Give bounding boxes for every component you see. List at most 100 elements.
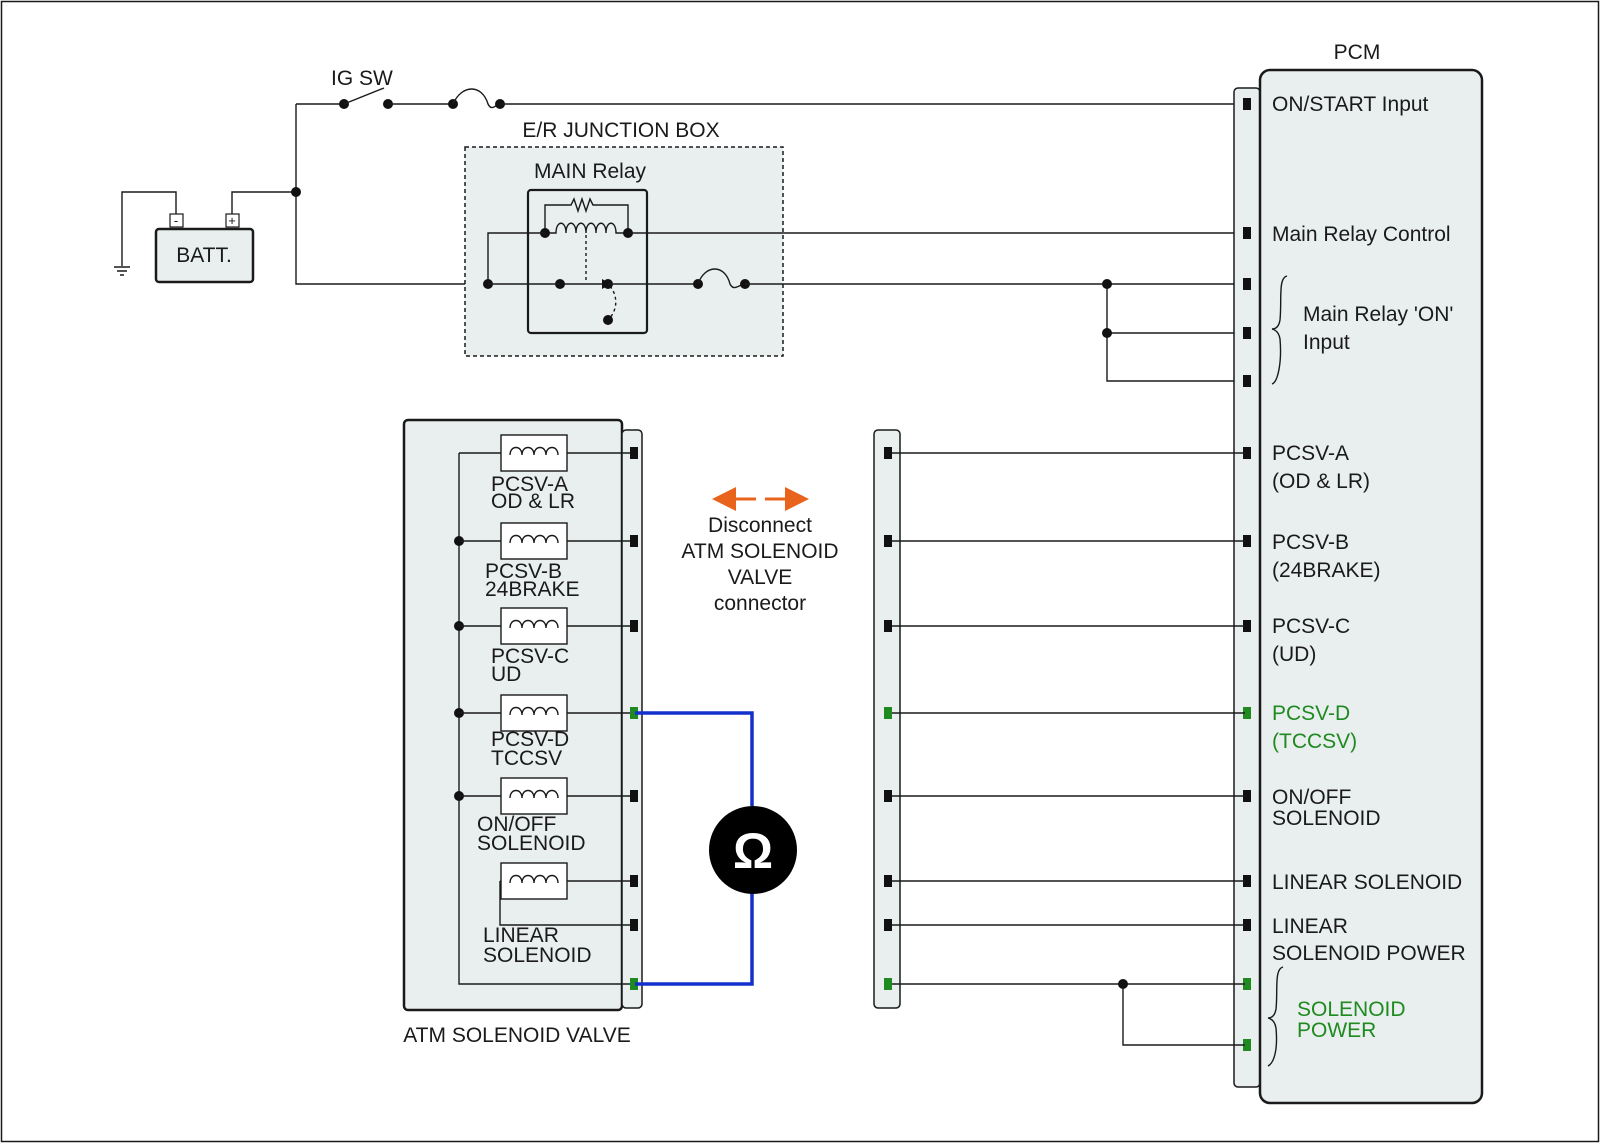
ohmmeter [709,806,797,894]
pcm-terminal [1243,375,1251,387]
pcm-label: PCM [1334,41,1381,64]
pcm-pin-label-line: PCSV-D [1272,702,1350,725]
ig-sw-label: IG SW [331,67,393,90]
pcm-pin-label-line: (UD) [1272,643,1316,666]
valve-connector-terminal [630,447,638,459]
pcm-terminal [1243,447,1251,459]
harness-wires [884,447,1245,990]
atm-solenoid-valve-label: ATM SOLENOID VALVE [403,1024,631,1047]
solenoid-label-line: ON/OFF [477,813,556,836]
harness-terminal [884,707,892,719]
pcm-terminal [1243,707,1251,719]
harness-terminal [884,919,892,931]
valve-connector-terminal [630,919,638,931]
valve-connector-terminal [630,707,638,719]
solenoid-label-line: SOLENOID [483,944,592,967]
ground-icon [114,191,177,276]
coil-winding [509,619,559,629]
battery-main-bus [295,104,488,285]
solenoid-power-brace [1267,966,1284,1067]
valve-connector-terminal [630,978,638,990]
pcm-pin-label: LINEAR SOLENOID [1272,871,1462,894]
pcm-terminal [1243,919,1251,931]
solenoid-label-line: OD & LR [491,490,575,513]
battery-plus-label: + [228,213,236,228]
pcm-pin-label-line: LINEAR [1272,915,1348,938]
pcm-pin-label-line: (24BRAKE) [1272,559,1381,582]
harness-terminal [884,447,892,459]
pcm-terminal [1243,875,1251,887]
solenoid-label-line: PCSV-B [485,560,562,583]
valve-connector-terminal [630,790,638,802]
pcm-pin-label-line: Main Relay Control [1272,223,1451,246]
pcm-pin-label-line: ON/START Input [1272,93,1429,116]
coil-winding [509,446,559,456]
pcm-pin-label: PCSV-A (OD & LR) [1272,442,1370,493]
ig-fuse-icon [448,88,505,109]
pcm-pin-label-line: SOLENOID [1272,807,1381,830]
solenoid-coil-icon [500,522,568,560]
main-relay-label: MAIN Relay [534,160,647,183]
junction-box-label: E/R JUNCTION BOX [522,119,719,142]
coil-winding [509,789,559,799]
solenoid-label-line: SOLENOID [477,832,586,855]
disconnect-note-text-line: connector [714,592,806,615]
pcm-pin-label-line: Input [1303,331,1350,354]
pcm-pin-label-line: (TCCSV) [1272,730,1357,753]
pcm-terminal [1243,227,1251,239]
solenoid-label-line: 24BRAKE [485,578,580,601]
pcm-pin-label-line: PCSV-C [1272,615,1350,638]
disconnect-note-text-line: ATM SOLENOID [681,540,838,563]
valve-connector-terminal [630,620,638,632]
solenoid-label-line: PCSV-C [491,645,569,668]
disconnect-note-text-line: VALVE [728,566,793,589]
coil-winding [509,874,559,884]
battery-label: BATT. [176,244,232,267]
pcm-pin-label-line: POWER [1297,1019,1376,1042]
pcm-pin-label-line: ON/OFF [1272,786,1351,809]
harness-terminal [884,875,892,887]
coil-winding [509,534,559,544]
pcm-terminal [1243,98,1251,110]
pcm-pin-label-line: SOLENOID POWER [1272,942,1466,965]
probe-wire-bottom [635,893,754,986]
main-relay-on-brace [1271,275,1288,385]
pcm-pin-label-line: (OD & LR) [1272,470,1370,493]
harness-terminal [884,535,892,547]
disconnect-note-text-line: Disconnect [708,514,812,537]
pcm-pin-label: PCSV-C (UD) [1272,615,1350,666]
junction-box [464,146,784,357]
battery: BATT. - + [154,213,255,284]
solenoid-coil-icon [500,434,568,472]
pcm-pin-label-line: PCSV-A [1272,442,1349,465]
ig-switch-icon [296,87,450,109]
coil-winding [509,706,559,716]
valve-connector-terminal [630,535,638,547]
pcm-terminal [1243,278,1251,290]
pcm-terminals [1243,98,1251,1051]
solenoid-label-line: UD [491,663,521,686]
pcm-pin-label: Main Relay Control [1272,223,1451,246]
pcm-pin-label-line: LINEAR SOLENOID [1272,871,1462,894]
harness-terminal [884,790,892,802]
pcm-terminal [1243,620,1251,632]
pcm-pin-label: LINEAR SOLENOID POWER [1272,915,1466,965]
pcm-pin-label: ON/START Input [1272,93,1429,116]
pcm-pin-label-line: SOLENOID [1297,998,1406,1021]
pcm-pin-label-line: Main Relay 'ON' [1303,303,1453,326]
solenoid-coil-icon [500,862,568,900]
pcm-terminal [1243,1039,1251,1051]
pcm-terminal [1243,535,1251,547]
solenoid-label-line: PCSV-D [491,728,569,751]
